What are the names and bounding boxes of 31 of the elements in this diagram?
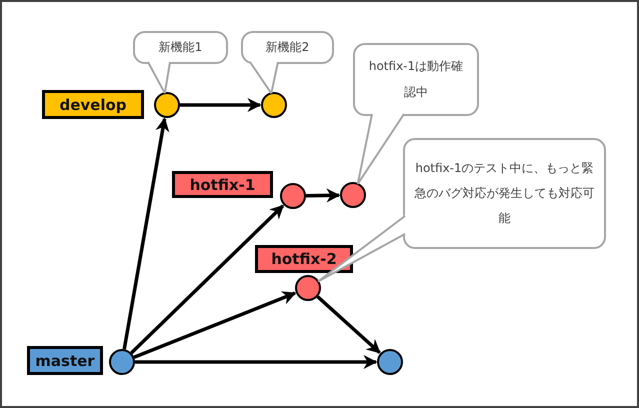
branch-name: master (35, 352, 95, 370)
branch-label (27, 346, 103, 375)
arrow (306, 188, 340, 202)
commit-circle (261, 92, 287, 118)
arrow (180, 98, 262, 112)
speech-bubble (403, 138, 606, 249)
leader-line (317, 215, 406, 282)
note-text: 新機能1 (158, 38, 202, 56)
branch-label (255, 245, 353, 273)
commit-circle (377, 349, 403, 375)
commit-circle (340, 182, 366, 208)
arrow (122, 117, 170, 350)
branch-label (42, 90, 144, 119)
leader-line (249, 61, 272, 94)
note-text: hotfix-1のテスト中に、もっと緊急のバグ対応が発生しても対応可能 (414, 160, 596, 228)
arrow (130, 204, 284, 354)
commit-circle (109, 349, 135, 375)
branch-label (172, 171, 273, 198)
note-text: hotfix-1は動作確認中 (368, 58, 464, 100)
note-text: 新機能2 (266, 38, 310, 56)
leader-line (147, 62, 166, 94)
arrow (316, 295, 381, 354)
branch-name: hotfix-2 (271, 250, 337, 268)
branch-name: develop (59, 96, 127, 114)
arrow (133, 291, 296, 359)
commit-circle (295, 275, 321, 301)
commit-circle (154, 92, 180, 118)
commit-circle (280, 183, 306, 209)
leader-line (356, 114, 373, 184)
branch-name: hotfix-1 (190, 176, 256, 194)
arrow (135, 355, 378, 369)
